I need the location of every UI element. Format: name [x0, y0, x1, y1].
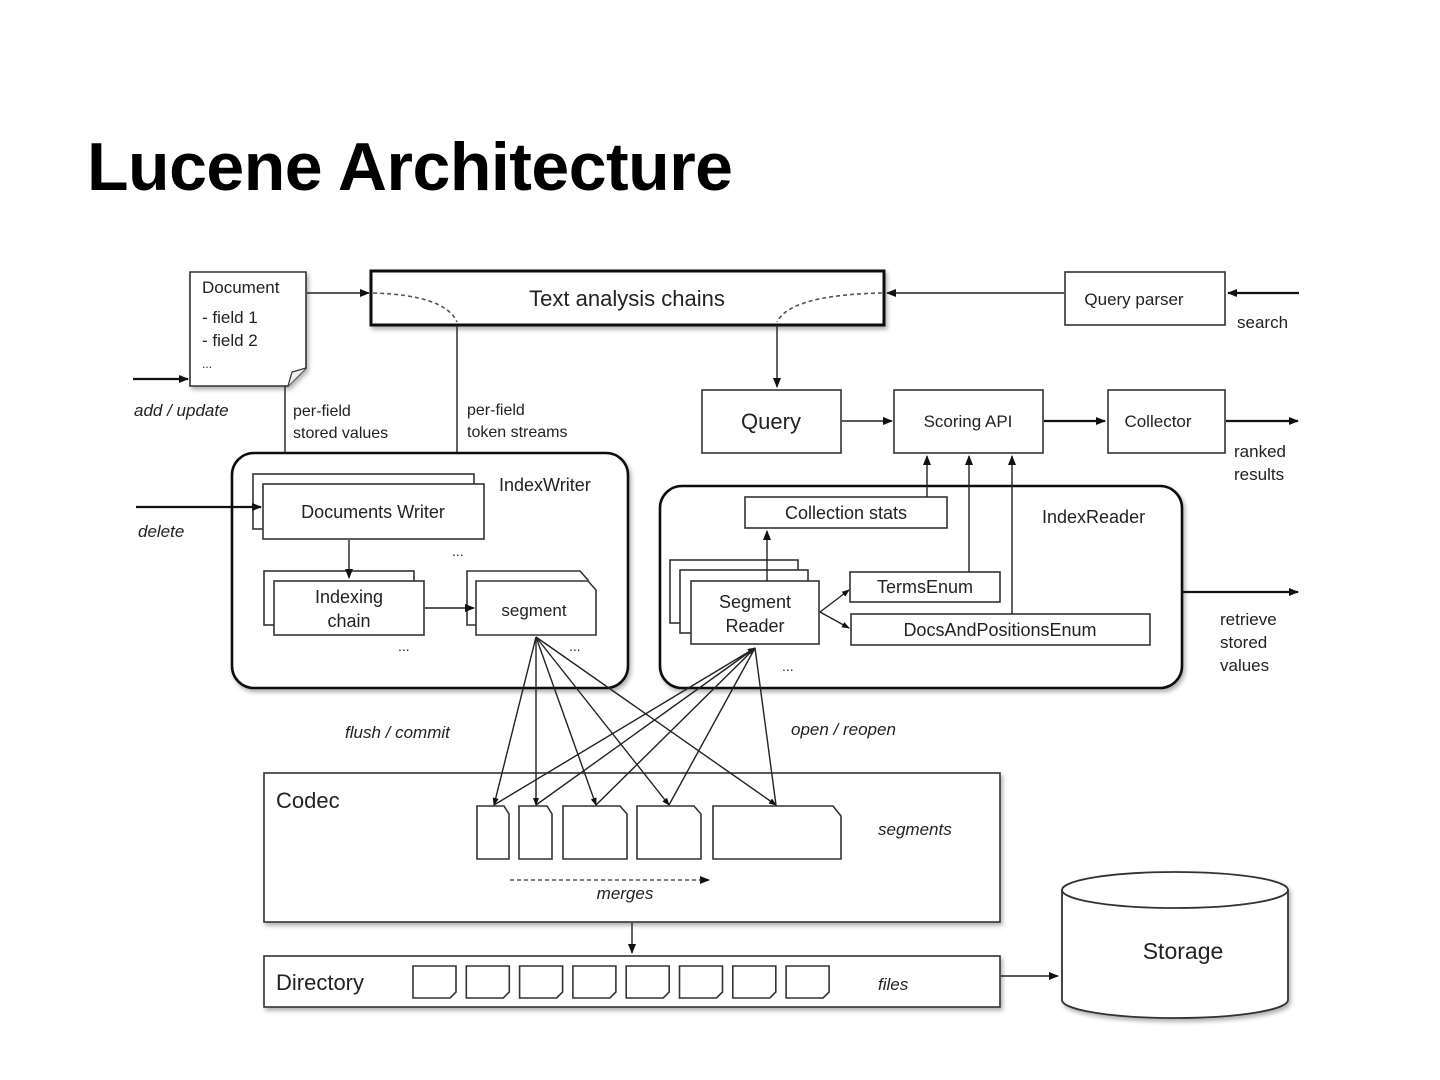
directory-file [572, 965, 617, 999]
collector-label: Collector [1124, 412, 1191, 431]
segment-reader-label: Segment [719, 592, 791, 612]
retrieve-stored-label: stored [1220, 633, 1267, 652]
directory-file [732, 965, 777, 999]
segment-file [712, 805, 842, 860]
reader-to-terms-arrow [819, 589, 850, 613]
query-node: Query [701, 389, 842, 454]
query-parser-node: Query parser [1064, 271, 1226, 326]
query-parser-label: Query parser [1084, 290, 1184, 309]
files-label: files [878, 975, 909, 994]
document-node: Document - field 1 - field 2 ... [189, 271, 307, 387]
documents-writer-label: Documents Writer [301, 502, 445, 522]
merges-label: merges [597, 884, 654, 903]
index-reader-label: IndexReader [1042, 507, 1145, 527]
document-field: - field 1 [202, 308, 258, 327]
collection-stats-node [744, 496, 948, 529]
indexing-chain-label: chain [327, 611, 370, 631]
token-streams-label: token streams [467, 424, 567, 441]
directory-files [412, 965, 830, 999]
scoring-api-node: Scoring API [893, 389, 1044, 454]
directory-label: Directory [276, 970, 364, 995]
open-reopen-label: open / reopen [791, 720, 896, 739]
indexing-chain-node [273, 580, 425, 636]
directory-container: Directory files [263, 955, 1001, 1008]
open-reopen-lines [493, 647, 777, 806]
segment-label: segment [501, 601, 566, 620]
directory-file [465, 965, 511, 999]
page-title: Lucene Architecture [87, 129, 733, 205]
segment-reader-node [690, 580, 820, 645]
segment-reader-label: Reader [725, 616, 784, 636]
directory-file [785, 965, 830, 999]
scoring-api-label: Scoring API [924, 412, 1013, 431]
terms-enum-node [849, 571, 1001, 603]
text-analysis-label: Text analysis chains [529, 286, 725, 311]
index-writer-label: IndexWriter [499, 475, 591, 495]
analysis-dashed-curve-left [372, 292, 458, 323]
chain-ellipsis: ... [398, 638, 410, 654]
segment-file [562, 805, 628, 860]
flush-commit-label: flush / commit [345, 723, 451, 742]
codec-label: Codec [276, 788, 340, 813]
directory-file [625, 965, 670, 999]
writer-ellipsis: ... [452, 543, 464, 559]
stored-values-label: stored values [293, 425, 388, 442]
segment-ellipsis: ... [569, 638, 581, 654]
storage-node [1061, 871, 1289, 1019]
document-label: Document [202, 278, 280, 297]
storage-label: Storage [1143, 938, 1224, 964]
docs-positions-enum-label: DocsAndPositionsEnum [903, 620, 1096, 640]
collector-node: Collector [1107, 389, 1226, 454]
documents-writer-node [262, 483, 485, 540]
index-writer-container: IndexWriter Documents Writer ... Indexin… [230, 451, 630, 690]
reader-ellipsis: ... [782, 658, 794, 674]
segment-file [476, 805, 510, 860]
segment-file [636, 805, 702, 860]
reader-to-docs-arrow [819, 611, 850, 629]
segment-file [518, 805, 553, 860]
retrieve-stored-label: values [1220, 656, 1269, 675]
retrieve-stored-label: retrieve [1220, 610, 1277, 629]
document-field: ... [202, 357, 212, 371]
collection-stats-label: Collection stats [785, 503, 907, 523]
delete-label: delete [138, 522, 184, 541]
segment-node [475, 580, 597, 636]
terms-enum-label: TermsEnum [877, 577, 973, 597]
text-analysis-node: Text analysis chains [369, 269, 886, 327]
indexing-chain-label: Indexing [315, 587, 383, 607]
docs-positions-enum-node [850, 613, 1151, 646]
directory-file [678, 965, 724, 999]
analysis-dashed-curve-right [776, 292, 883, 323]
flush-commit-lines [492, 636, 777, 806]
document-field: - field 2 [202, 331, 258, 350]
directory-file [518, 965, 564, 999]
token-streams-label: per-field [467, 402, 525, 419]
directory-file [412, 965, 457, 999]
query-label: Query [741, 409, 801, 434]
ranked-results-label: ranked [1234, 442, 1286, 461]
search-label: search [1237, 313, 1288, 332]
ranked-results-label: results [1234, 465, 1284, 484]
segments-label: segments [878, 820, 952, 839]
codec-container: Codec segments merges [263, 772, 1001, 923]
index-reader-container: IndexReader Collection stats Segment Rea… [658, 484, 1184, 690]
add-update-label: add / update [134, 401, 229, 420]
stored-values-label: per-field [293, 403, 351, 420]
